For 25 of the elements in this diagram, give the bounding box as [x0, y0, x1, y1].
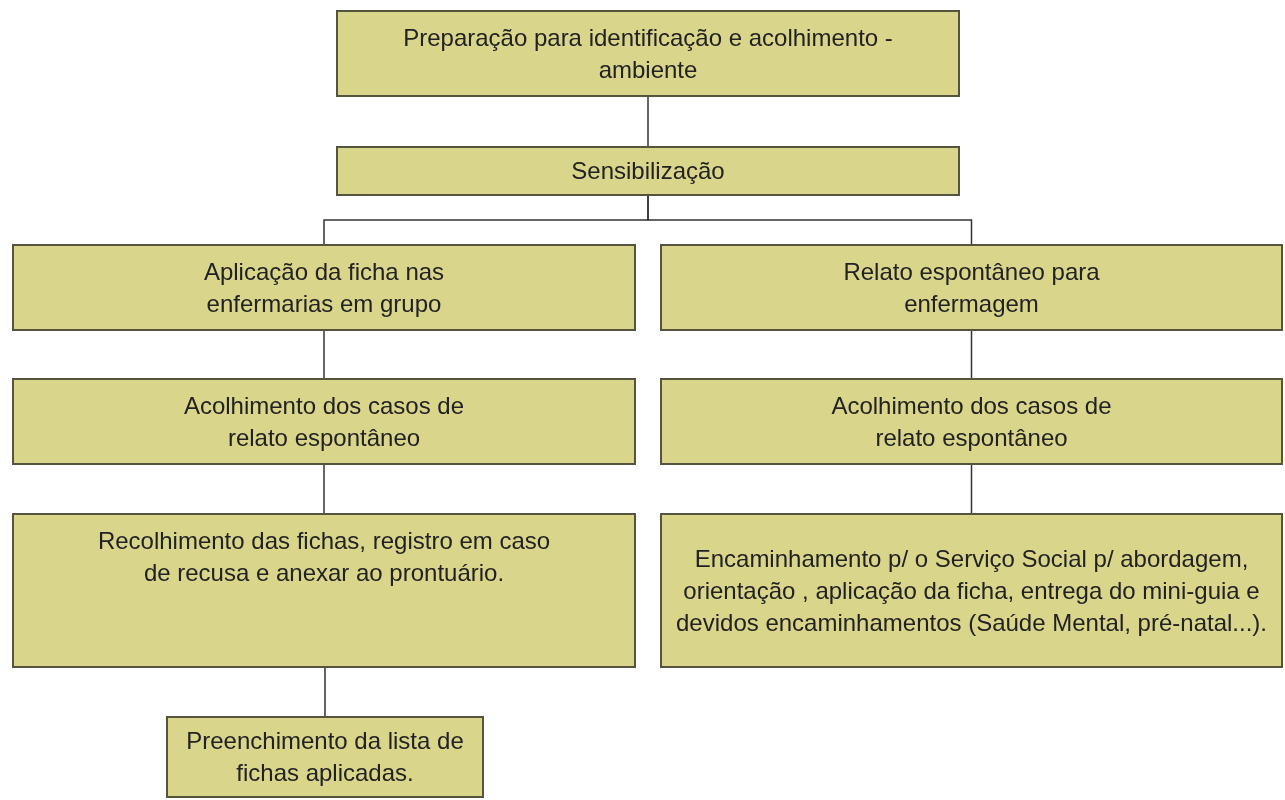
- box-text: Acolhimento dos casos de relato espontâneo: [830, 390, 1113, 453]
- process-box: [660, 244, 1283, 331]
- process-box: [12, 244, 636, 331]
- connector-line: [323, 464, 325, 514]
- box-text: Aplicação da ficha nas enfermarias em grupo: [202, 256, 446, 319]
- connector-line: [970, 464, 973, 514]
- process-box: [660, 513, 1283, 668]
- box-text: Recolhimento das fichas, registro em caso de recusa e anexar ao prontuário.: [96, 526, 552, 588]
- process-box: [660, 378, 1283, 465]
- box-text: Acolhimento dos casos de relato espontâneo: [182, 390, 466, 453]
- connector-line: [647, 96, 649, 147]
- process-box: [12, 513, 636, 668]
- process-box: [336, 146, 960, 196]
- box-text: Relato espontâneo para enfermagem: [842, 256, 1101, 319]
- process-box: [336, 10, 960, 97]
- process-box: [12, 378, 636, 465]
- box-text: Encaminhamento p/ o Serviço Social p/ abordagem, orientação , aplicação da ficha, entrega do mini-guia e devidos encaminhamentos (Saúde Mental, pré-natal...).: [675, 543, 1268, 638]
- box-text: Preenchimento da lista de fichas aplicadas.: [185, 726, 465, 788]
- box-text: Sensibilização: [571, 156, 725, 186]
- connector-line: [323, 330, 325, 379]
- process-box: [166, 716, 484, 798]
- box-text: Preparação para identificação e acolhimento - ambiente: [402, 22, 894, 85]
- connector-line: [324, 667, 326, 717]
- connector-line: [970, 330, 973, 379]
- connector-line: [647, 195, 973, 245]
